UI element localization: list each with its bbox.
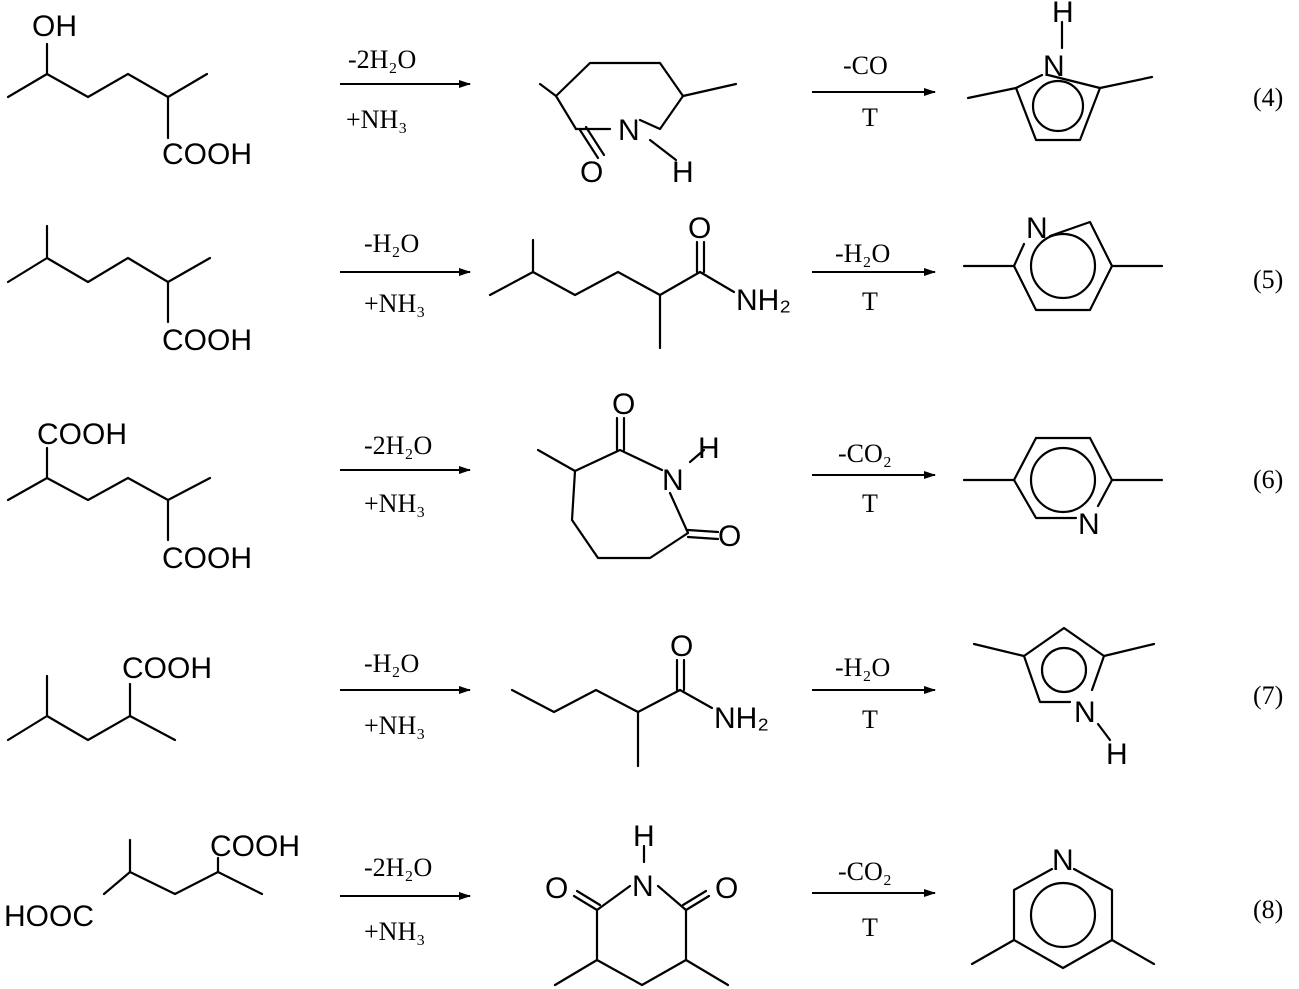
reaction-4-intermediate: O N H — [538, 61, 738, 189]
amide-oxygen-label: O — [670, 630, 693, 663]
reaction-7-reactant: COOH — [6, 652, 212, 742]
carboxyl-label: COOH — [122, 652, 212, 685]
equation-number-6: (6) — [1253, 465, 1283, 494]
arrow-1-above-label: -H₂O — [364, 649, 419, 678]
reaction-4-arrow-2: -CO T — [812, 51, 936, 132]
reaction-8-arrow-1: -2H₂O +NH₃ — [340, 853, 471, 946]
ring-nitrogen-label: N — [618, 114, 640, 147]
reaction-5-product: N — [962, 212, 1164, 312]
arrow-1-above-label: -2H₂O — [364, 853, 432, 882]
reaction-7: COOH -H₂O +NH₃ O NH₂ -H₂O T N — [6, 626, 1283, 771]
arrow-2-below-label: T — [862, 103, 878, 132]
amide-oxygen-label: O — [688, 212, 711, 245]
reaction-4-product: H N — [966, 0, 1154, 142]
reaction-5-arrow-2: -H₂O T — [812, 239, 936, 316]
equation-number-5: (5) — [1253, 265, 1283, 294]
reaction-4: OH COOH -2H₂O +NH₃ O N H -CO T — [6, 0, 1283, 189]
arrow-1-below-label: +NH₃ — [364, 289, 425, 318]
carboxyl-top-label: COOH — [37, 418, 127, 451]
carbonyl-right-oxygen-label: O — [715, 872, 738, 905]
reaction-6-intermediate: O N H O — [536, 388, 741, 560]
reaction-6: COOH COOH -2H₂O +NH₃ O N H O -CO₂ T — [6, 388, 1283, 575]
equation-number-7: (7) — [1253, 681, 1283, 710]
carboxyl-label: COOH — [162, 324, 252, 357]
ring-nitrogen-label: N — [632, 870, 654, 903]
reaction-8-product: N — [970, 844, 1156, 970]
arrow-2-below-label: T — [862, 489, 878, 518]
product-hydrogen-label: H — [1052, 0, 1074, 29]
reaction-6-arrow-2: -CO₂ T — [812, 439, 936, 518]
product-nitrogen-label: N — [1074, 696, 1096, 729]
nh-hydrogen-label: H — [633, 820, 655, 853]
carbonyl-right-oxygen-label: O — [718, 520, 741, 553]
carbonyl-top-oxygen-label: O — [612, 388, 635, 421]
product-nitrogen-label: N — [1043, 50, 1065, 83]
reaction-6-reactant: COOH COOH — [6, 418, 252, 575]
carboxyl-bottom-label: COOH — [162, 542, 252, 575]
product-nitrogen-label: N — [1078, 508, 1100, 541]
equation-number-8: (8) — [1253, 895, 1283, 924]
reaction-5: COOH -H₂O +NH₃ O NH₂ -H₂O T N — [6, 212, 1283, 357]
reaction-6-arrow-1: -2H₂O +NH₃ — [340, 431, 471, 518]
equation-number-4: (4) — [1253, 83, 1283, 112]
arrow-2-above-label: -H₂O — [835, 239, 890, 268]
arrow-2-below-label: T — [862, 913, 878, 942]
carbonyl-oxygen-label: O — [580, 156, 603, 189]
arrow-1-below-label: +NH₃ — [346, 105, 407, 134]
reaction-6-product: N — [962, 436, 1164, 541]
carboxyl-label: COOH — [162, 138, 252, 171]
ring-nitrogen-label: N — [662, 464, 684, 497]
arrow-2-above-label: -H₂O — [835, 653, 890, 682]
reaction-5-arrow-1: -H₂O +NH₃ — [340, 229, 471, 318]
amide-nh2-label: NH₂ — [714, 702, 769, 735]
arrow-1-above-label: -2H₂O — [348, 45, 416, 74]
reaction-8-intermediate: H N O O — [545, 820, 738, 987]
product-nitrogen-label: N — [1026, 212, 1048, 245]
reaction-7-arrow-2: -H₂O T — [812, 653, 936, 734]
arrow-2-below-label: T — [862, 287, 878, 316]
carbonyl-left-oxygen-label: O — [545, 872, 568, 905]
carboxyl-left-label: HOOC — [4, 900, 94, 933]
reaction-4-reactant: OH COOH — [6, 10, 252, 171]
arrow-1-above-label: -2H₂O — [364, 431, 432, 460]
product-nitrogen-label: N — [1052, 844, 1074, 877]
reaction-8-reactant: HOOC COOH — [4, 830, 300, 933]
arrow-2-below-label: T — [862, 705, 878, 734]
arrow-1-above-label: -H₂O — [364, 229, 419, 258]
reaction-8-arrow-2: -CO₂ T — [812, 857, 936, 942]
product-hydrogen-label: H — [1106, 738, 1128, 771]
arrow-1-below-label: +NH₃ — [364, 489, 425, 518]
hydroxyl-label: OH — [32, 10, 77, 43]
arrow-1-below-label: +NH₃ — [364, 711, 425, 740]
arrow-2-above-label: -CO — [843, 51, 888, 80]
reaction-5-intermediate: O NH₂ — [488, 212, 791, 350]
amide-nh2-label: NH₂ — [736, 284, 791, 317]
nh-hydrogen-label: H — [698, 432, 720, 465]
arrow-1-below-label: +NH₃ — [364, 917, 425, 946]
reaction-7-intermediate: O NH₂ — [510, 630, 769, 768]
reaction-5-reactant: COOH — [6, 224, 252, 357]
reaction-4-arrow-1: -2H₂O +NH₃ — [340, 45, 471, 134]
reaction-8: HOOC COOH -2H₂O +NH₃ H N O O -CO₂ — [4, 820, 1283, 987]
reaction-7-product: N H — [972, 626, 1156, 771]
nh-hydrogen-label: H — [672, 156, 694, 189]
arrow-2-above-label: -CO₂ — [838, 439, 892, 468]
reaction-7-arrow-1: -H₂O +NH₃ — [340, 649, 471, 740]
arrow-2-above-label: -CO₂ — [838, 857, 892, 886]
carboxyl-right-label: COOH — [210, 830, 300, 863]
